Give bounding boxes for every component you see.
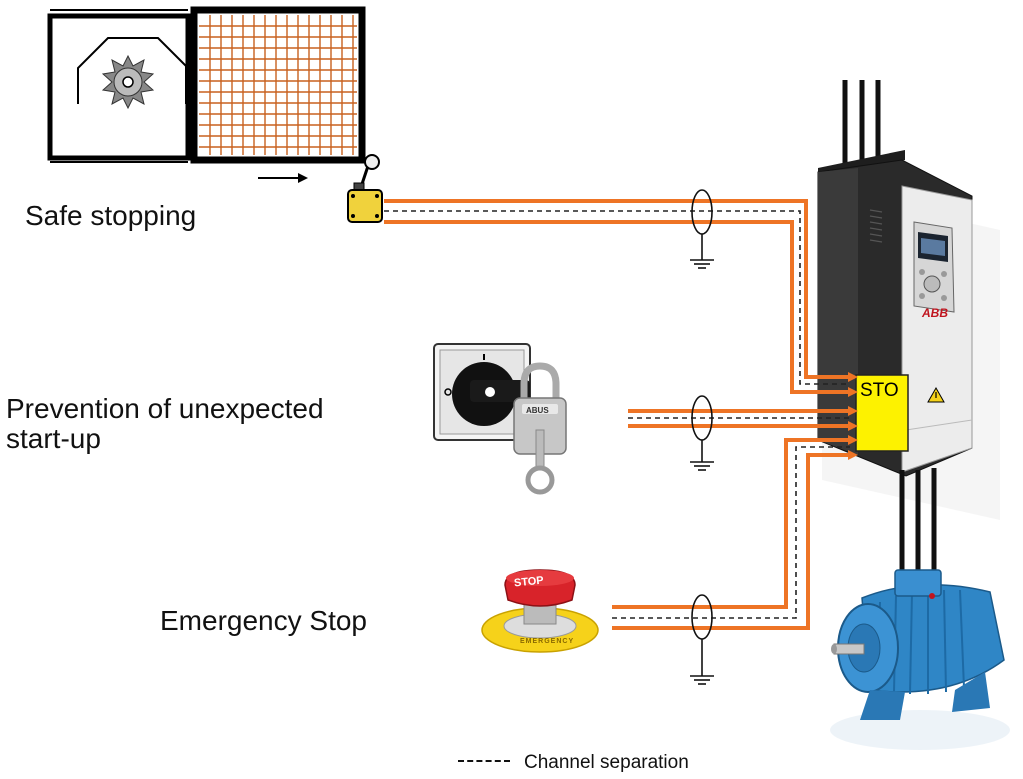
mains-cables bbox=[842, 80, 881, 175]
legend: Channel separation bbox=[458, 752, 689, 774]
emergency-stop-button bbox=[481, 569, 599, 653]
padlock-icon bbox=[513, 362, 567, 495]
wire-arrowheads bbox=[848, 372, 858, 460]
abb-logo: ABB bbox=[922, 306, 948, 320]
electric-motor bbox=[830, 569, 1010, 750]
label-prevention-start-up: Prevention of unexpected start-up bbox=[6, 394, 324, 454]
sto-block bbox=[855, 374, 909, 452]
warning-icon bbox=[927, 386, 945, 403]
label-prevention-line2: start-up bbox=[6, 423, 101, 454]
shield-ground-icon bbox=[690, 189, 714, 269]
lockable-selector-switch bbox=[433, 343, 531, 441]
label-safe-stopping: Safe stopping bbox=[25, 200, 197, 231]
saw-blade-icon bbox=[101, 54, 155, 110]
label-emergency-stop: Emergency Stop bbox=[160, 605, 367, 636]
sto-label: STO bbox=[860, 380, 899, 401]
label-prevention-line1: Prevention of unexpected bbox=[6, 393, 324, 424]
motor-cables bbox=[899, 468, 937, 575]
door-direction-arrow-icon bbox=[258, 173, 308, 183]
shield-ground-icon bbox=[690, 395, 714, 471]
legend-channel-separation: Channel separation bbox=[524, 752, 689, 773]
machine-guard bbox=[47, 6, 366, 183]
legend-dash-icon bbox=[458, 759, 510, 762]
emergency-ring-text: EMERGENCY bbox=[520, 638, 575, 645]
guard-door-mesh bbox=[190, 6, 366, 164]
control-panel bbox=[913, 221, 955, 313]
limit-switch bbox=[347, 154, 383, 223]
shield-ground-icon bbox=[690, 594, 714, 685]
padlock-brand-text: ABUS bbox=[526, 406, 549, 415]
